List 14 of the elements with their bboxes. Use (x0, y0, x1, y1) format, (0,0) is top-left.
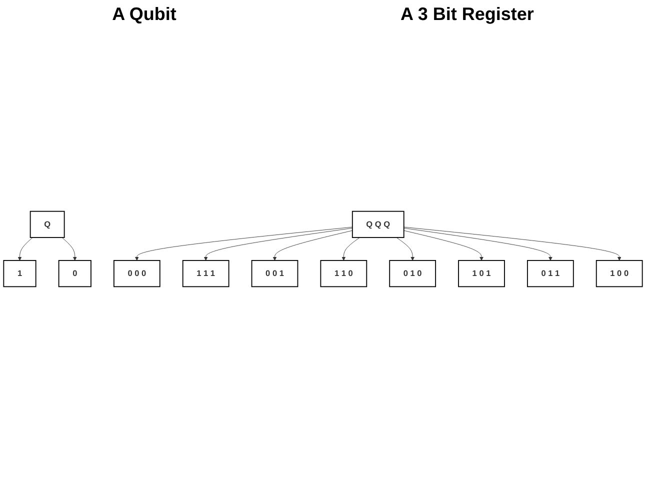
node-box: 0 0 0 (113, 260, 160, 288)
node-box: 0 1 0 (389, 260, 436, 288)
heading: A Qubit (112, 4, 176, 25)
node-box: 1 1 1 (182, 260, 230, 288)
node-box: 1 0 1 (458, 260, 505, 288)
node-box: 0 0 1 (251, 260, 298, 288)
node-box: 1 1 0 (320, 260, 368, 288)
node-box: 0 (58, 260, 92, 288)
heading: A 3 Bit Register (400, 4, 534, 25)
node-box: Q (30, 210, 65, 238)
node-box: 1 (3, 260, 36, 288)
node-box: 1 0 0 (596, 260, 643, 288)
node-box: Q Q Q (352, 210, 404, 238)
node-box: 0 1 1 (527, 260, 574, 288)
